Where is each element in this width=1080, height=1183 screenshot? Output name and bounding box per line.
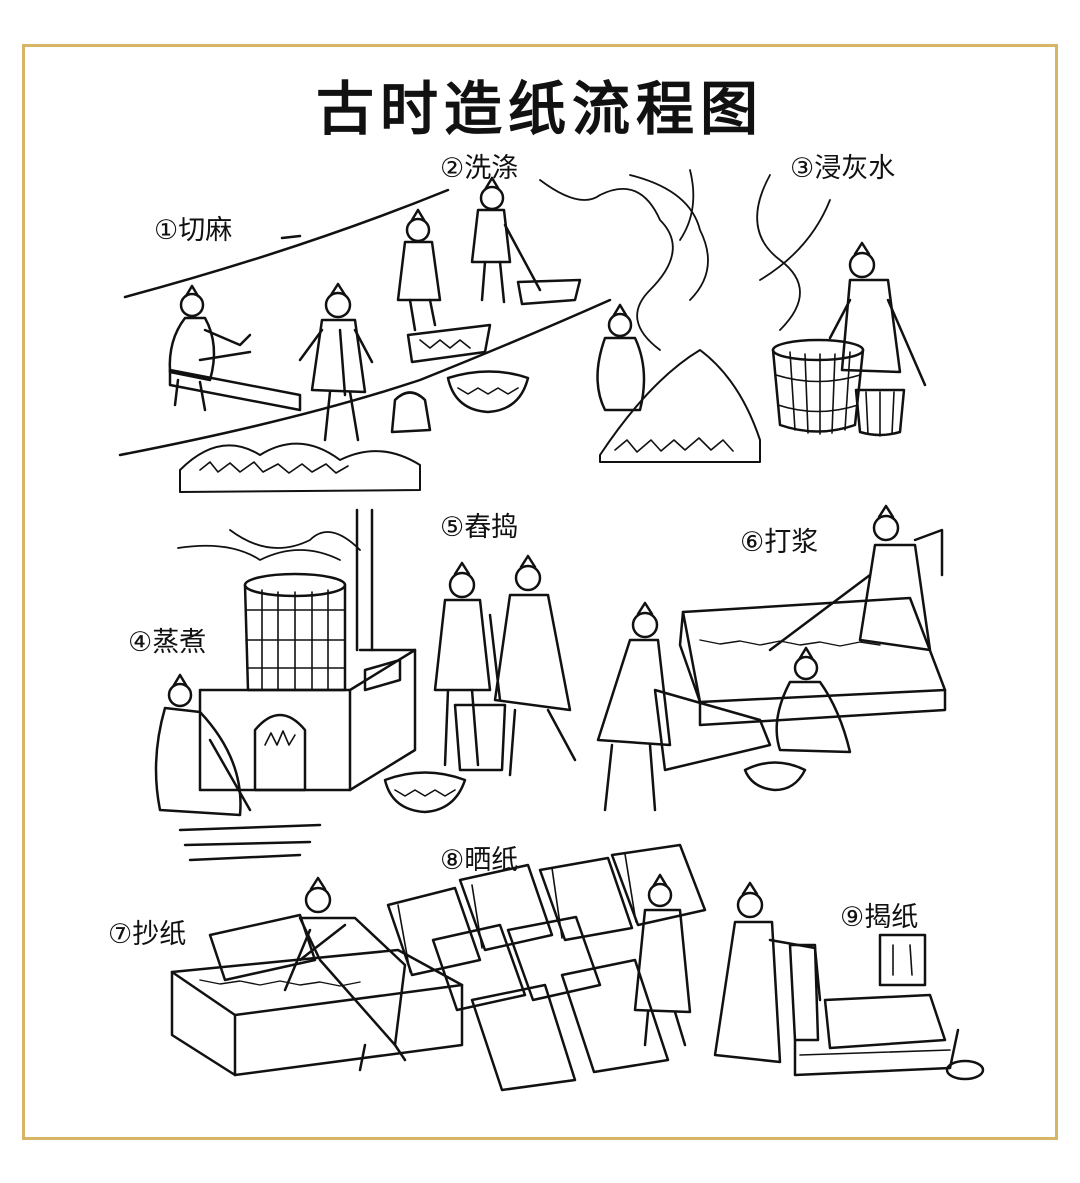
worker-beating-2: [598, 603, 670, 810]
scene-sheet-making: [172, 878, 462, 1075]
step-label-beating: ⑥打浆: [740, 527, 819, 558]
worker-pounding-1: [435, 563, 490, 765]
worker-lime-1: [598, 305, 645, 410]
scene-cutting-hemp: [120, 190, 610, 492]
step-label-drying: ⑧晒纸: [440, 845, 519, 876]
step-label-steaming: ④蒸煮: [128, 627, 207, 658]
worker-sheet-making: [285, 878, 405, 1070]
step-label-peeling: ⑨揭纸: [840, 902, 919, 933]
scene-beating: [598, 506, 945, 810]
step-label-cut-hemp: ①切麻: [154, 215, 233, 246]
worker-lime-2: [830, 243, 925, 385]
worker-drying: [635, 875, 690, 1045]
tub-large: [773, 340, 863, 434]
worker-washing-2: [472, 178, 580, 304]
scene-washing: [398, 178, 580, 412]
worker-cutting-1: [170, 286, 250, 410]
scene-lime-water: [540, 170, 925, 462]
worker-steaming: [156, 675, 250, 815]
worker-beating-3: [777, 648, 850, 752]
scene-steaming: [156, 510, 415, 860]
step-label-washing: ②洗涤: [440, 153, 519, 184]
steam-barrel: [245, 574, 345, 690]
step-label-pounding: ⑤舂捣: [440, 512, 519, 543]
step-label-sheet-making: ⑦抄纸: [108, 919, 187, 950]
worker-pounding-2: [495, 556, 575, 775]
worker-peeling: [715, 883, 820, 1062]
worker-washing-1: [398, 210, 490, 362]
diagram-title: 古时造纸流程图: [315, 75, 764, 143]
worker-beating-1: [770, 506, 942, 650]
step-label-lime-soak: ③浸灰水: [790, 153, 896, 184]
picture-frame: [22, 44, 1058, 1140]
worker-cutting-2: [300, 284, 372, 440]
scene-pounding: [385, 556, 575, 812]
scene-drying: [388, 845, 705, 1090]
scene-peeling: [635, 875, 983, 1079]
